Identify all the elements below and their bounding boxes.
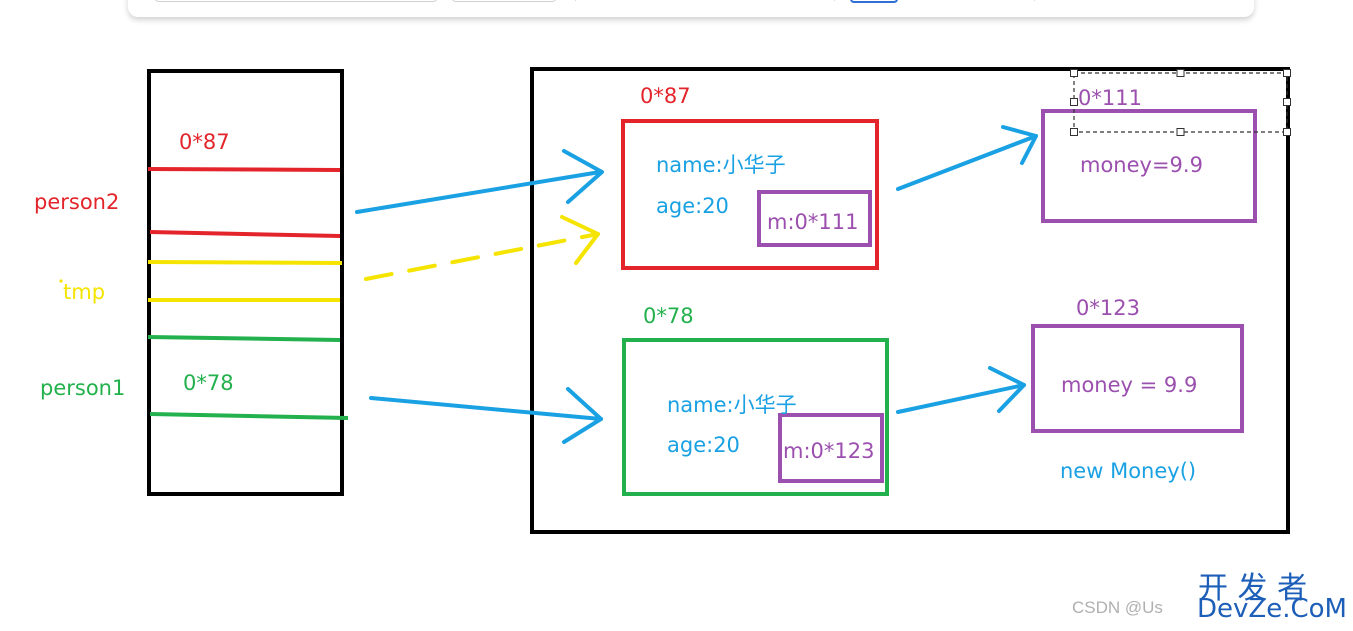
money-object-1 bbox=[1041, 109, 1257, 223]
person1-label: person1 bbox=[40, 376, 126, 400]
selection-handle[interactable] bbox=[1283, 98, 1291, 106]
object1-money-ref: m:0*111 bbox=[767, 210, 859, 234]
brand-watermark: 开 发 者 bbox=[1198, 571, 1308, 606]
stack-line-red-bottom bbox=[149, 230, 341, 238]
object2-name: name:小华子 bbox=[667, 393, 797, 417]
arrow-person1-to-object bbox=[369, 387, 603, 444]
arrow-tmp-to-object bbox=[364, 215, 600, 281]
person2-address: 0*87 bbox=[179, 130, 230, 154]
toolbar-separator bbox=[834, 0, 835, 1]
selection-box[interactable] bbox=[1070, 69, 1291, 136]
selection-handle[interactable] bbox=[1070, 98, 1078, 106]
arrow-object2-to-money bbox=[896, 366, 1026, 414]
stray-dot bbox=[59, 279, 63, 283]
money-object-2 bbox=[1031, 324, 1244, 433]
selection-handle[interactable] bbox=[1070, 69, 1078, 77]
stack-frame bbox=[147, 69, 344, 496]
selection-handle[interactable] bbox=[1176, 69, 1185, 77]
selection-handle[interactable] bbox=[1283, 69, 1291, 77]
heap-object-person2 bbox=[621, 119, 879, 270]
money2-address: 0*123 bbox=[1076, 296, 1140, 320]
toolbar bbox=[128, 0, 1254, 17]
stack-line-green-top bbox=[147, 335, 341, 342]
selection-handle[interactable] bbox=[1283, 128, 1291, 136]
heap-object-person1 bbox=[622, 338, 889, 496]
money2-value: money = 9.9 bbox=[1061, 373, 1198, 397]
arrow-person2-to-object bbox=[355, 149, 604, 214]
stack-line-green-bottom bbox=[149, 412, 349, 420]
money-ref-box-1 bbox=[757, 190, 872, 247]
object2-address: 0*78 bbox=[643, 304, 694, 328]
person2-label: person2 bbox=[34, 190, 120, 214]
site-watermark: DevZe.CoM bbox=[1197, 594, 1347, 624]
person1-address: 0*78 bbox=[183, 371, 234, 395]
tmp-label: tmp bbox=[63, 280, 106, 304]
object1-name: name:小华子 bbox=[656, 153, 786, 177]
toolbar-separator bbox=[575, 0, 576, 1]
object2-money-ref: m:0*123 bbox=[783, 439, 875, 463]
selection-handle[interactable] bbox=[1070, 128, 1078, 136]
money1-address: 0*111 bbox=[1078, 86, 1142, 110]
object2-age: age:20 bbox=[667, 433, 740, 457]
selection-handle[interactable] bbox=[1176, 128, 1185, 136]
object1-address: 0*87 bbox=[640, 84, 691, 108]
toolbar-separator bbox=[1034, 0, 1035, 1]
csdn-watermark: CSDN @Us bbox=[1072, 598, 1163, 617]
new-money-note: new Money() bbox=[1060, 459, 1197, 483]
arrow-object1-to-money bbox=[896, 125, 1038, 191]
toolbar-selected-tool[interactable] bbox=[850, 0, 898, 3]
stack-line-red-top bbox=[147, 167, 341, 172]
object1-age: age:20 bbox=[656, 194, 729, 218]
heap-frame bbox=[530, 67, 1290, 534]
stack-line-yellow-top bbox=[147, 260, 343, 265]
money1-value: money=9.9 bbox=[1080, 153, 1203, 177]
money-ref-box-2 bbox=[778, 413, 884, 483]
